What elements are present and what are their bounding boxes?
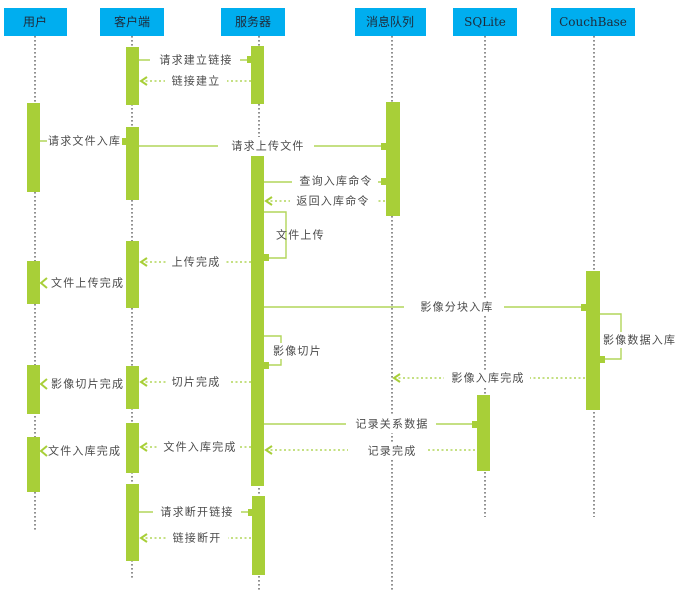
- message-request-upload: 请求上传文件: [139, 137, 386, 155]
- activation-bar-mq: [386, 102, 400, 216]
- participant-header-box: [355, 8, 426, 36]
- reply-arrow-head: [392, 373, 401, 383]
- message-query-command: 查询入库命令: [264, 174, 386, 190]
- message-request-disconnect: 请求断开链接: [139, 504, 253, 520]
- participant-couchbase: CouchBase: [551, 8, 635, 36]
- activation-bar-server: [252, 496, 265, 575]
- message-label: 影像入库完成: [451, 371, 524, 385]
- reply-arrow-head: [139, 76, 148, 86]
- message-image-ingest-done: 影像入库完成: [392, 370, 586, 386]
- message-connect-ack: 链接建立: [139, 73, 251, 89]
- reply-arrow-head: [139, 442, 148, 452]
- sync-arrow-head: [381, 178, 386, 185]
- message-record-done: 记录完成: [264, 442, 477, 458]
- reply-arrow-head: [139, 257, 148, 267]
- participant-header-box: [551, 8, 635, 36]
- activation-bar-couchbase: [586, 271, 600, 410]
- sync-arrow-head: [264, 254, 269, 261]
- message-image-slice-self: 影像切片: [264, 335, 322, 369]
- participant-server: 服务器: [221, 8, 285, 36]
- activation-bar-client: [126, 241, 139, 308]
- message-label: 查询入库命令: [299, 174, 372, 188]
- message-label: 返回入库命令: [296, 194, 369, 208]
- message-label: 请求断开链接: [160, 505, 233, 519]
- message-file-ingest-done-user: 文件入库完成: [39, 444, 121, 458]
- reply-arrow-head: [39, 277, 48, 289]
- sync-arrow-head: [248, 509, 253, 516]
- message-slice-done: 切片完成: [139, 374, 251, 390]
- message-file-upload-self: 文件上传: [264, 211, 325, 261]
- activation-bar-user: [27, 437, 40, 492]
- sync-arrow-head: [381, 143, 386, 150]
- message-label: 链接断开: [173, 531, 222, 545]
- participant-label: 客户端: [114, 14, 150, 29]
- message-image-slice-done: 影像切片完成: [39, 377, 124, 391]
- message-label: 记录关系数据: [355, 417, 428, 431]
- participant-sqlite: SQLite: [453, 8, 517, 36]
- message-label: 文件入库完成: [163, 440, 236, 454]
- sync-arrow-head: [581, 304, 586, 311]
- activation-bar-client: [126, 127, 139, 200]
- activation-bar-server: [251, 46, 264, 104]
- message-label: 文件上传完成: [51, 276, 124, 290]
- message-label: 上传完成: [172, 255, 221, 269]
- reply-arrow-head: [139, 377, 148, 387]
- activation-bar-user: [27, 365, 40, 414]
- message-label: 文件上传: [276, 228, 325, 242]
- participant-label: SQLite: [464, 15, 506, 29]
- message-image-data-ingest-self: 影像数据入库: [600, 313, 682, 363]
- message-label: 影像分块入库: [420, 301, 493, 314]
- sync-arrow-head: [247, 56, 252, 63]
- activation-bar-client: [126, 366, 139, 409]
- message-file-ingest-done-client: 文件入库完成: [139, 439, 251, 455]
- reply-arrow-head: [39, 445, 48, 457]
- participant-header-box: [221, 8, 285, 36]
- message-file-upload-done: 文件上传完成: [39, 276, 124, 290]
- activation-bar-user: [27, 103, 40, 192]
- message-upload-done: 上传完成: [139, 254, 251, 270]
- message-label: 请求文件入库: [48, 134, 121, 148]
- activation-bar-sqlite: [477, 395, 490, 471]
- sync-arrow-head: [264, 362, 269, 369]
- activation-bar-user: [27, 261, 40, 304]
- message-request-connect: 请求建立链接: [139, 52, 252, 68]
- participant-label: 用户: [23, 14, 47, 29]
- message-label: 影像数据入库: [603, 333, 676, 347]
- sync-arrow-head: [472, 421, 477, 428]
- self-message-loop: [264, 211, 287, 259]
- message-request-file-ingest: 请求文件入库: [40, 133, 127, 149]
- participant-client: 客户端: [100, 8, 164, 36]
- reply-arrow-head: [264, 196, 273, 206]
- message-label: 切片完成: [172, 375, 221, 389]
- activation-bar-client: [126, 484, 139, 561]
- participant-header-box: [453, 8, 517, 36]
- message-label: 影像切片: [273, 345, 322, 358]
- participant-label: 服务器: [235, 14, 271, 29]
- participant-label: 消息队列: [366, 14, 414, 29]
- message-label: 请求建立链接: [159, 53, 232, 67]
- sync-arrow-head: [600, 356, 605, 363]
- sync-arrow-head: [122, 138, 127, 145]
- message-return-command: 返回入库命令: [264, 193, 386, 209]
- reply-arrow-head: [264, 445, 273, 455]
- reply-arrow-head: [39, 378, 48, 390]
- message-label: 记录完成: [368, 444, 417, 458]
- message-label: 影像切片完成: [51, 377, 124, 391]
- message-disconnected: 链接断开: [139, 530, 252, 546]
- message-label: 链接建立: [172, 74, 221, 88]
- activation-bar-client: [126, 423, 139, 473]
- participant-header-box: [4, 8, 67, 36]
- participant-header-box: [100, 8, 164, 36]
- message-label: 文件入库完成: [48, 444, 121, 458]
- participant-mq: 消息队列: [355, 8, 426, 36]
- activation-bar-server: [251, 156, 264, 486]
- reply-arrow-head: [139, 533, 148, 543]
- participant-user: 用户: [4, 8, 67, 36]
- message-label: 请求上传文件: [231, 139, 304, 153]
- activation-bar-client: [126, 47, 139, 105]
- participant-label: CouchBase: [559, 15, 627, 29]
- message-image-chunk-ingest: 影像分块入库: [264, 298, 586, 316]
- message-record-relation: 记录关系数据: [264, 415, 477, 433]
